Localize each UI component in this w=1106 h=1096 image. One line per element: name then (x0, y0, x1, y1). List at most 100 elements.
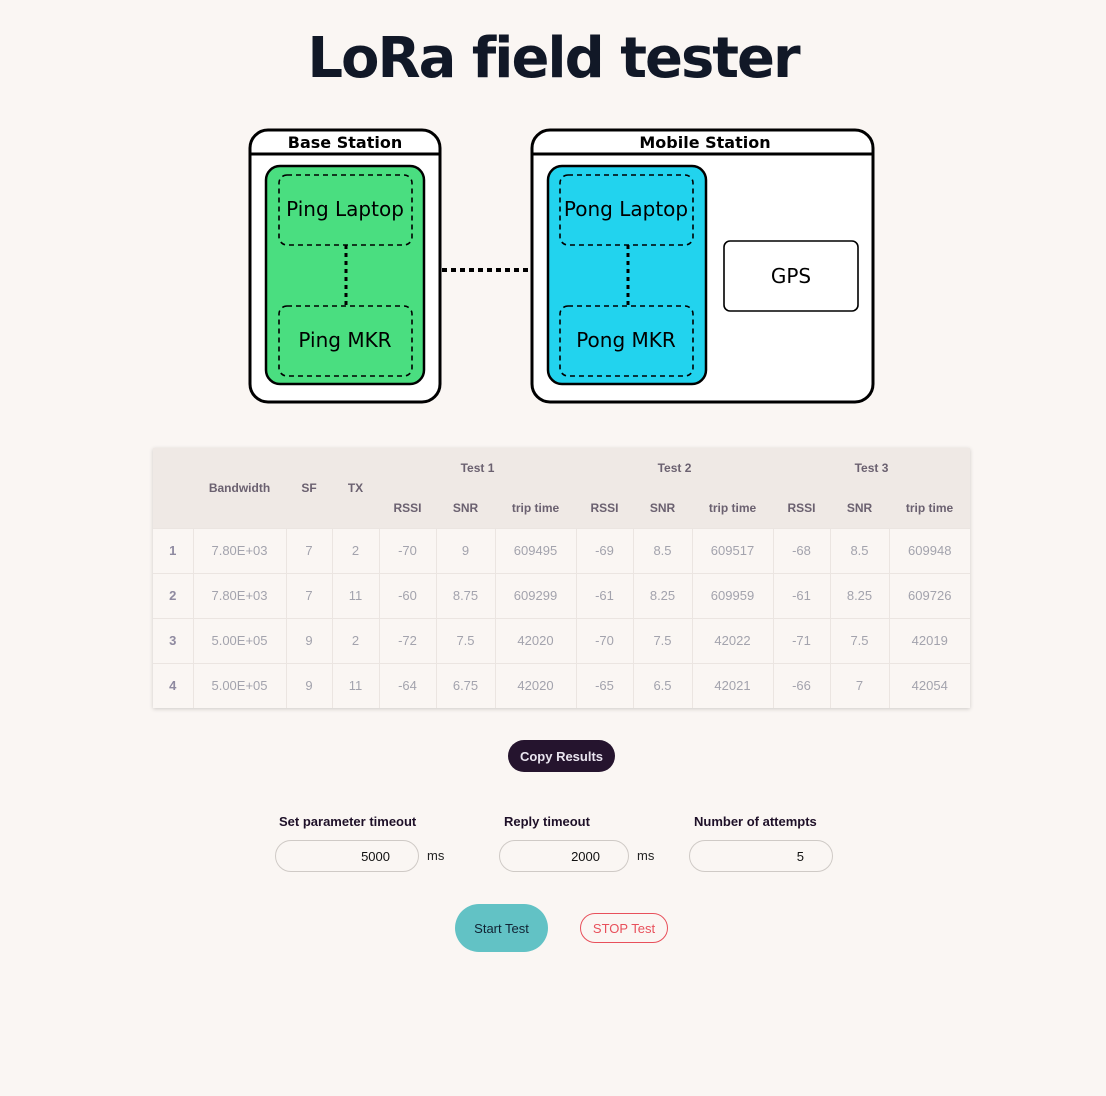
tx-header: TX (332, 448, 379, 528)
cell-test1-snr: 7.5 (436, 617, 496, 663)
table-row: 1 7.80E+03 7 2 -70 9 609495 -69 8.5 6095… (153, 527, 970, 573)
reply-timeout-label: Reply timeout (504, 814, 590, 829)
cell-tx: 11 (332, 572, 380, 618)
reply-timeout-unit: ms (637, 848, 655, 863)
base-station-label: Base Station (288, 133, 402, 152)
ping-mkr-box (278, 305, 413, 377)
copy-results-button[interactable]: Copy Results (508, 740, 615, 772)
cell-test2-trip: 42022 (692, 617, 774, 663)
cell-test2-trip: 42021 (692, 662, 774, 708)
table-row: 4 5.00E+05 9 11 -64 6.75 42020 -65 6.5 4… (153, 662, 970, 708)
cell-test3-trip: 42019 (889, 617, 970, 663)
cell-test1-snr: 8.75 (436, 572, 496, 618)
table-row: 3 5.00E+05 9 2 -72 7.5 42020 -70 7.5 420… (153, 617, 970, 663)
test3-header: Test 3 (773, 448, 970, 488)
cell-test3-snr: 8.25 (830, 572, 890, 618)
cell-test2-rssi: -69 (576, 527, 634, 573)
row-index: 2 (153, 572, 194, 618)
cell-test2-rssi: -61 (576, 572, 634, 618)
gps-label: GPS (771, 264, 811, 288)
base-station-box: Base Station Ping Laptop Ping MKR (248, 128, 442, 404)
cell-test3-snr: 7.5 (830, 617, 890, 663)
page-title: LoRa field tester (307, 26, 800, 91)
cell-bandwidth: 5.00E+05 (193, 662, 287, 708)
cell-test2-snr: 6.5 (633, 662, 693, 708)
cell-test2-trip: 609517 (692, 527, 774, 573)
cell-test1-rssi: -64 (379, 662, 437, 708)
cell-test3-snr: 8.5 (830, 527, 890, 573)
mobile-station-box: Mobile Station Pong Laptop Pong MKR GPS (530, 128, 875, 404)
cell-test2-snr: 7.5 (633, 617, 693, 663)
cell-test1-rssi: -60 (379, 572, 437, 618)
gps-box (723, 240, 859, 312)
cell-tx: 2 (332, 617, 380, 663)
cell-tx: 2 (332, 527, 380, 573)
cell-sf: 9 (286, 662, 333, 708)
row-index: 4 (153, 662, 194, 708)
results-table: Bandwidth SF TX Test 1 Test 2 Test 3 RSS… (153, 448, 970, 708)
network-diagram: Base Station Ping Laptop Ping MKR Mobile… (248, 128, 875, 404)
cell-test1-trip: 609299 (495, 572, 577, 618)
pong-laptop-label: Pong Laptop (564, 197, 688, 221)
mobile-station-label: Mobile Station (639, 133, 770, 152)
pong-mkr-label: Pong MKR (576, 328, 676, 352)
attempts-label: Number of attempts (694, 814, 817, 829)
pong-mkr-box (559, 305, 694, 377)
cell-test1-trip: 42020 (495, 662, 577, 708)
ping-mkr-label: Ping MKR (298, 328, 391, 352)
attempts-input[interactable] (689, 840, 833, 872)
cell-test3-trip: 42054 (889, 662, 970, 708)
cell-tx: 11 (332, 662, 380, 708)
cell-bandwidth: 7.80E+03 (193, 572, 287, 618)
cell-test2-snr: 8.25 (633, 572, 693, 618)
cell-test1-trip: 609495 (495, 527, 577, 573)
cell-test1-rssi: -70 (379, 527, 437, 573)
set-param-timeout-label: Set parameter timeout (279, 814, 417, 829)
cell-test2-rssi: -65 (576, 662, 634, 708)
test1-snr-header: SNR (436, 488, 495, 528)
table-row: 2 7.80E+03 7 11 -60 8.75 609299 -61 8.25… (153, 572, 970, 618)
reply-timeout-input[interactable] (499, 840, 629, 872)
cell-test3-rssi: -66 (773, 662, 831, 708)
cell-sf: 7 (286, 572, 333, 618)
set-param-timeout-input[interactable] (275, 840, 419, 872)
cell-test3-snr: 7 (830, 662, 890, 708)
cell-test2-snr: 8.5 (633, 527, 693, 573)
cell-test3-rssi: -68 (773, 527, 831, 573)
mobile-station-core (546, 164, 708, 386)
cell-sf: 7 (286, 527, 333, 573)
stop-test-button[interactable]: STOP Test (580, 913, 668, 943)
cell-test3-rssi: -61 (773, 572, 831, 618)
cell-sf: 9 (286, 617, 333, 663)
sf-header: SF (286, 448, 332, 528)
start-test-button[interactable]: Start Test (455, 904, 548, 952)
test1-header: Test 1 (379, 448, 576, 488)
test1-trip-header: trip time (495, 488, 576, 528)
cell-bandwidth: 7.80E+03 (193, 527, 287, 573)
ping-laptop-label: Ping Laptop (286, 197, 404, 221)
test2-trip-header: trip time (692, 488, 773, 528)
cell-test2-trip: 609959 (692, 572, 774, 618)
cell-test3-trip: 609726 (889, 572, 970, 618)
test2-header: Test 2 (576, 448, 773, 488)
cell-bandwidth: 5.00E+05 (193, 617, 287, 663)
test3-snr-header: SNR (830, 488, 889, 528)
cell-test3-trip: 609948 (889, 527, 970, 573)
row-index: 1 (153, 527, 194, 573)
test2-snr-header: SNR (633, 488, 692, 528)
cell-test2-rssi: -70 (576, 617, 634, 663)
row-index: 3 (153, 617, 194, 663)
base-station-core (264, 164, 426, 386)
cell-test1-snr: 9 (436, 527, 496, 573)
cell-test1-trip: 42020 (495, 617, 577, 663)
cell-test1-rssi: -72 (379, 617, 437, 663)
test3-rssi-header: RSSI (773, 488, 830, 528)
cell-test3-rssi: -71 (773, 617, 831, 663)
test3-trip-header: trip time (889, 488, 970, 528)
test1-rssi-header: RSSI (379, 488, 436, 528)
set-param-timeout-unit: ms (427, 848, 445, 863)
test2-rssi-header: RSSI (576, 488, 633, 528)
bandwidth-header: Bandwidth (193, 448, 286, 528)
cell-test1-snr: 6.75 (436, 662, 496, 708)
index-header (153, 448, 193, 528)
